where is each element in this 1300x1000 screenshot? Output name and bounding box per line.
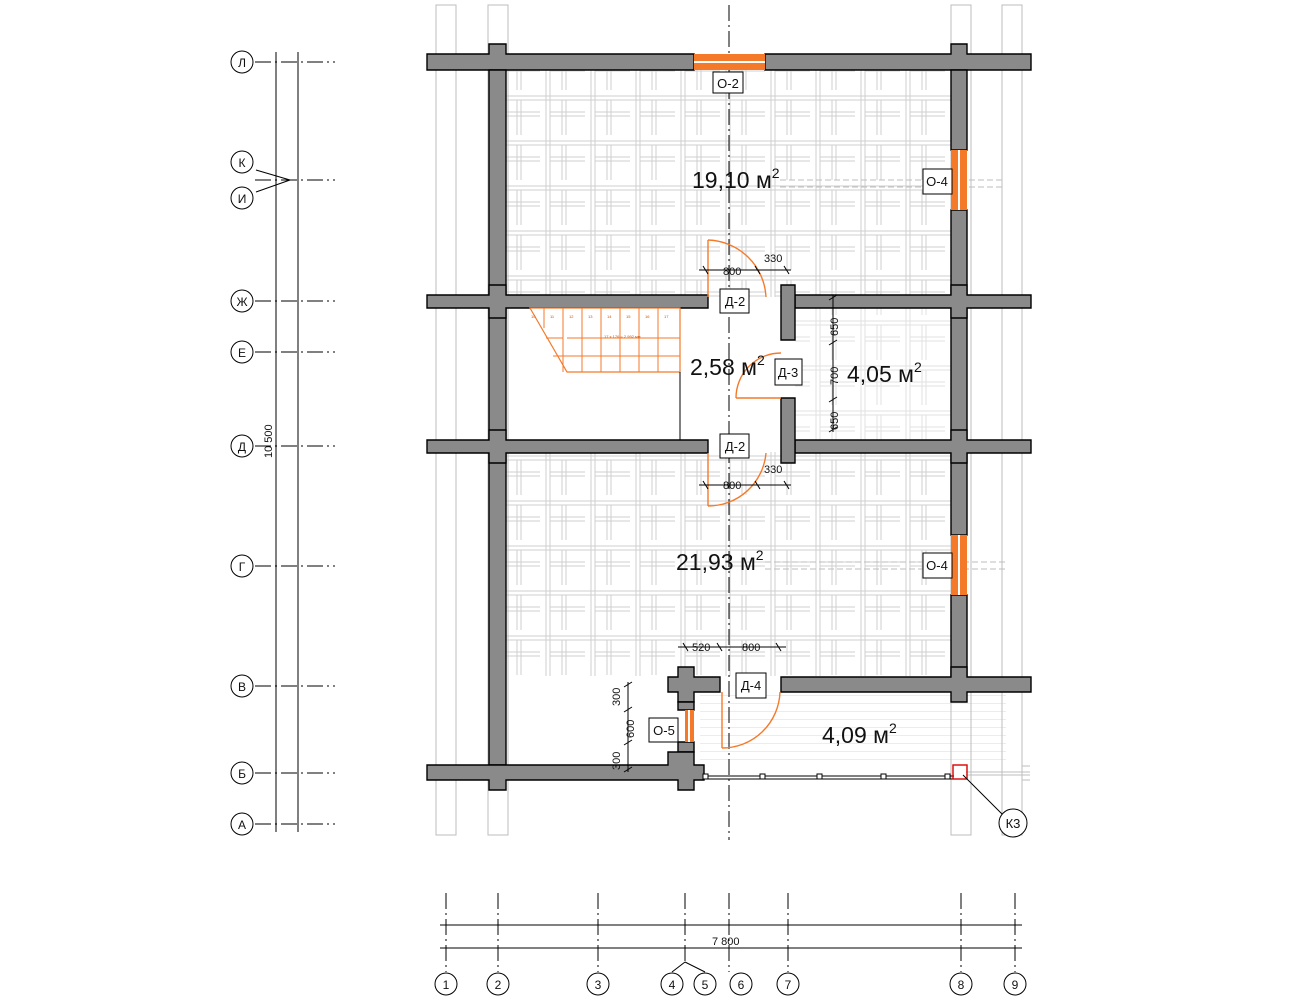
row-axes: 10 500 Л К И Ж Е Д Г В Б А — [230, 50, 335, 836]
row-axis-g: Г — [239, 560, 246, 574]
svg-text:800: 800 — [723, 266, 741, 278]
svg-text:650: 650 — [829, 318, 841, 336]
svg-text:Д-2: Д-2 — [725, 294, 745, 309]
svg-text:О-5: О-5 — [653, 723, 675, 738]
row-axis-d: Д — [238, 440, 246, 454]
svg-text:О-2: О-2 — [717, 76, 739, 91]
staircase: 10 11 12 13 14 15 16 17 17 x 176 = 2 992… — [528, 307, 681, 440]
svg-text:Д-3: Д-3 — [778, 365, 798, 380]
doors — [707, 239, 782, 749]
column-axes: 7 800 1 2 3 4 5 6 7 8 9 — [434, 893, 1027, 996]
svg-text:700: 700 — [829, 367, 841, 385]
row-axis-i: И — [238, 192, 247, 206]
svg-text:330: 330 — [764, 464, 782, 476]
stair-step-11: 11 — [550, 314, 555, 319]
row-axis-zh: Ж — [236, 295, 247, 309]
col-axis-1: 1 — [443, 978, 450, 992]
stair-step-15: 15 — [626, 314, 631, 319]
col-axis-4: 4 — [669, 978, 676, 992]
tag-o4-top: О-4 — [922, 168, 953, 195]
stair-step-13: 13 — [588, 314, 593, 319]
kz-column — [952, 764, 968, 780]
svg-text:К3: К3 — [1006, 816, 1021, 831]
col-axis-3: 3 — [595, 978, 602, 992]
svg-text:600: 600 — [625, 720, 637, 738]
svg-text:О-4: О-4 — [926, 174, 948, 189]
svg-text:300: 300 — [611, 752, 623, 770]
row-axis-a: А — [238, 818, 246, 832]
tag-d4: Д-4 — [735, 672, 767, 699]
svg-text:330: 330 — [764, 253, 782, 265]
stair-step-10: 10 — [531, 314, 536, 319]
col-axis-5: 5 — [702, 978, 709, 992]
area-bath: 4,05 м2 — [847, 359, 922, 387]
stair-step-16: 16 — [645, 314, 650, 319]
tag-o5: О-5 — [648, 717, 679, 743]
tag-d2-top: Д-2 — [719, 288, 750, 314]
svg-text:Д-4: Д-4 — [741, 678, 761, 693]
svg-text:800: 800 — [742, 642, 760, 654]
tag-o2: О-2 — [712, 71, 744, 94]
row-axis-l: Л — [238, 56, 246, 70]
porch-floor-ext — [966, 692, 1006, 766]
stair-step-12: 12 — [569, 314, 574, 319]
svg-text:800: 800 — [723, 480, 741, 492]
tag-kz: К3 — [962, 774, 1028, 838]
row-axis-e: Е — [238, 346, 246, 360]
area-top: 19,10 м2 — [692, 165, 780, 193]
room-bottom-floor — [505, 452, 951, 676]
svg-text:650: 650 — [829, 412, 841, 430]
row-axis-v: В — [238, 680, 246, 694]
svg-text:Д-2: Д-2 — [725, 439, 745, 454]
svg-text:О-4: О-4 — [926, 558, 948, 573]
col-axis-2: 2 — [495, 978, 502, 992]
area-bottom: 21,93 м2 — [676, 547, 764, 575]
stair-step-14: 14 — [607, 314, 612, 319]
svg-text:520: 520 — [692, 642, 710, 654]
row-axis-b: Б — [238, 767, 246, 781]
tag-o4-bottom: О-4 — [922, 552, 953, 579]
col-axis-8: 8 — [958, 978, 965, 992]
area-hall: 2,58 м2 — [690, 352, 765, 380]
row-axis-k: К — [239, 156, 246, 170]
col-axis-6: 6 — [738, 978, 745, 992]
tag-d2-bottom: Д-2 — [719, 433, 750, 459]
svg-text:300: 300 — [611, 688, 623, 706]
room-top-floor — [505, 70, 951, 297]
room-bath-floor — [795, 308, 951, 440]
col-axis-7: 7 — [785, 978, 792, 992]
tag-d3: Д-3 — [774, 358, 803, 386]
total-height-dim: 10 500 — [263, 424, 275, 458]
porch-railing — [702, 773, 954, 780]
porch-floor — [700, 692, 1006, 766]
stair-step-17: 17 — [664, 314, 669, 319]
total-width-dim: 7 800 — [712, 936, 740, 948]
col-axis-9: 9 — [1012, 978, 1019, 992]
dimensions: 800 330 800 330 520 800 650 700 650 300 … — [611, 253, 841, 773]
stair-label: 17 x 176 = 2 992 мм — [604, 334, 641, 339]
walls — [426, 43, 1032, 791]
area-porch: 4,09 м2 — [822, 720, 897, 748]
